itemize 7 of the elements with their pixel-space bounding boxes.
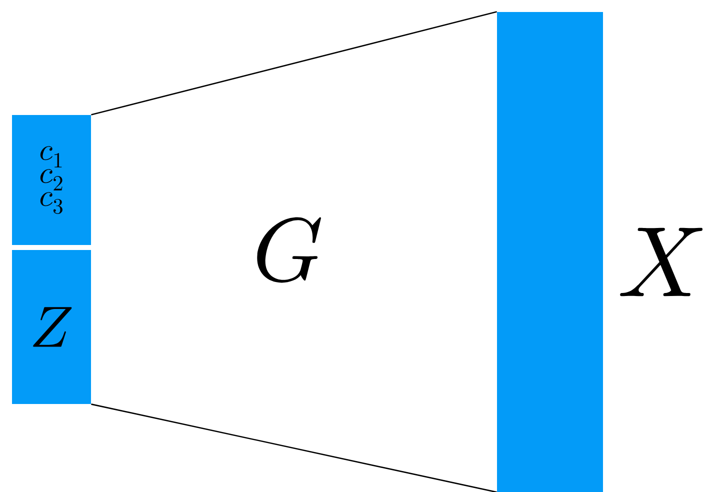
output-bar (497, 12, 603, 492)
connector-line (91, 404, 497, 492)
input-box: $Z$ (12, 250, 91, 404)
connector-line (91, 11, 497, 116)
generator-label: $G$ (257, 217, 322, 283)
input-box: $c_1$ $c_2$ $c_3$ (12, 115, 91, 245)
side-label: $X$ (620, 228, 702, 296)
